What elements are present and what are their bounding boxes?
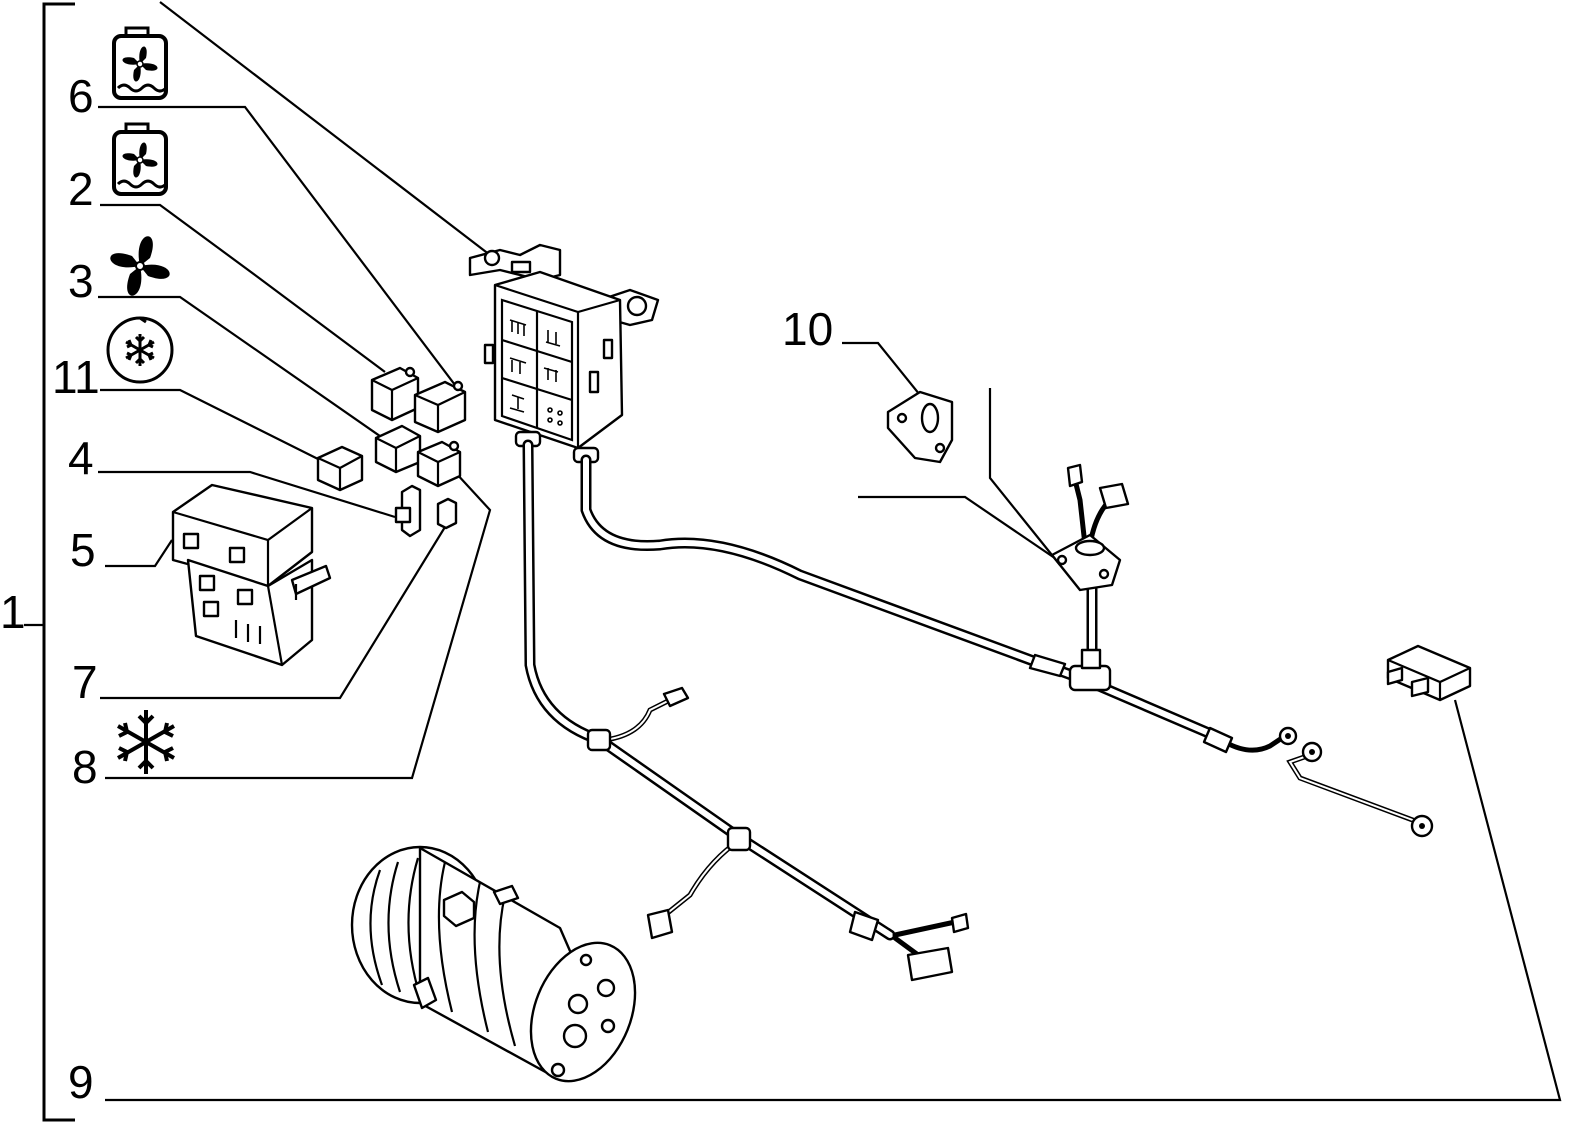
assembly-bracket — [24, 2, 75, 1122]
relay-11 — [316, 445, 364, 492]
callout-5: 5 — [70, 524, 96, 576]
fuse-box — [468, 243, 660, 464]
wiring-harness — [522, 439, 1288, 963]
callout-labels: 1 2 3 4 5 6 7 8 9 10 11 — [0, 70, 833, 1108]
callout-11: 11 — [52, 351, 100, 403]
callout-8: 8 — [72, 741, 98, 793]
fan-coolant-icon — [112, 26, 168, 100]
relay-2 — [370, 366, 420, 422]
callout-4: 4 — [68, 432, 94, 484]
ac-compressor — [350, 845, 637, 1083]
callout-1: 1 — [0, 586, 26, 638]
fan-coolant-icon — [112, 122, 168, 196]
relay-3 — [374, 424, 422, 474]
mounting-bracket — [886, 390, 954, 464]
grommet-plate — [1050, 533, 1122, 592]
fan-icon — [110, 236, 170, 296]
callout-2: 2 — [68, 163, 94, 215]
callout-6: 6 — [68, 70, 94, 122]
relay-6 — [413, 380, 467, 434]
callout-3: 3 — [68, 255, 94, 307]
callout-7: 7 — [72, 656, 98, 708]
maxi-fuse — [1386, 644, 1472, 702]
snowflake-icon — [117, 710, 175, 774]
callout-9: 9 — [68, 1056, 94, 1108]
harness-junctions — [586, 648, 1234, 942]
fuse-holder — [394, 484, 422, 538]
snowflake-circle-icon — [106, 316, 174, 384]
fuse — [436, 497, 458, 530]
connectors — [646, 463, 1130, 982]
relay-8 — [416, 440, 462, 488]
ground-strap — [1278, 726, 1434, 838]
relay-box-cover — [171, 483, 332, 667]
callout-10: 10 — [782, 303, 833, 355]
leader-lines — [98, 1, 1562, 1102]
